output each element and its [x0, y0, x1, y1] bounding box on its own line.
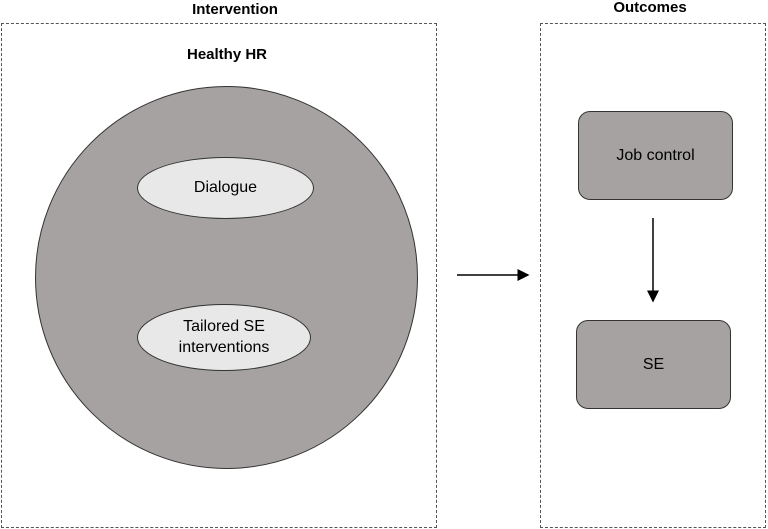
program-title: Healthy HR [186, 46, 268, 63]
outcomes-panel [540, 23, 766, 528]
intervention-panel [1, 23, 437, 528]
program-circle [35, 86, 418, 469]
intervention-title: Intervention [192, 1, 278, 18]
tailored-se-component: Tailored SE interventions [137, 304, 311, 371]
dialogue-component: Dialogue [137, 157, 314, 219]
job-control-box: Job control [578, 111, 733, 200]
outcomes-title: Outcomes [613, 0, 687, 16]
se-box: SE [576, 320, 731, 409]
